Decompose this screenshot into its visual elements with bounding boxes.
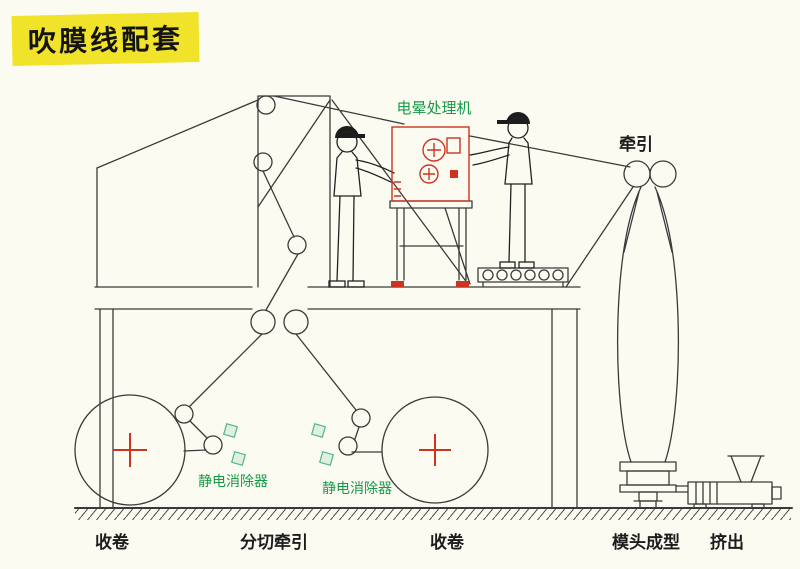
label-extrusion: 挤出: [710, 532, 744, 552]
treater-table-legs: [396, 207, 471, 285]
die-neck: [638, 491, 658, 502]
ground-hatch: [75, 509, 791, 520]
label-static-eliminator-right: 静电消除器: [322, 480, 392, 496]
die-flange-top: [619, 461, 677, 472]
platform-right-support: [551, 308, 578, 509]
die-body: [626, 470, 670, 486]
static-eliminators: [222, 422, 335, 467]
film-web: [96, 95, 634, 453]
worker-foot: [518, 261, 535, 269]
conveyor-feet: [482, 281, 564, 288]
worker-legs: [508, 183, 526, 263]
extruder-ribs: [695, 481, 718, 505]
static-eliminator-block: [230, 450, 247, 467]
label-static-eliminator-left: 静电消除器: [198, 473, 268, 489]
die-flange-bottom: [619, 484, 677, 493]
winder-left-drum: [74, 394, 186, 506]
label-slit-haul: 分切牵引: [240, 532, 308, 552]
treater-housing: [391, 126, 470, 202]
treater-panel: [446, 137, 461, 154]
worker-cap-brim: [356, 134, 365, 138]
worker-foot: [499, 261, 516, 269]
worker-torso: [504, 137, 533, 185]
conveyor-roller: [538, 269, 550, 281]
guide-roller: [287, 235, 307, 255]
label-winder-left: 收卷: [95, 532, 130, 552]
treater-terminals: [394, 181, 401, 197]
nip-roller: [649, 160, 677, 188]
worker-foot: [328, 280, 346, 288]
guide-roller: [174, 404, 194, 424]
corona-treater-machine: [391, 126, 470, 202]
nip-roller: [623, 160, 651, 188]
worker-legs: [336, 195, 355, 282]
winder-right-drum: [381, 396, 489, 504]
guide-roller: [203, 435, 223, 455]
conveyor-roller: [496, 269, 508, 281]
label-die-forming: 模头成型: [612, 532, 680, 552]
corona-treater-red-fills: [391, 170, 469, 287]
guide-roller: [256, 95, 276, 115]
treater-table-top: [389, 200, 473, 209]
label-haul-off: 牵引: [619, 134, 653, 154]
conveyor-roller: [524, 269, 536, 281]
treater-dial-cross: [427, 143, 441, 157]
guide-roller: [338, 436, 358, 456]
worker-head: [507, 117, 529, 139]
worker-foot: [347, 280, 365, 288]
extruder-barrel: [687, 481, 773, 505]
black-labels: 牵引 收卷 分切牵引 收卷 模头成型 挤出: [95, 134, 744, 552]
guide-roller: [351, 408, 371, 428]
treater-foot: [456, 281, 469, 287]
worker-arms: [355, 159, 395, 183]
treater-foot: [391, 281, 404, 287]
worker-torso: [333, 151, 362, 197]
conveyor-roller: [510, 269, 522, 281]
static-eliminator-block: [222, 422, 239, 439]
label-winder-right: 收卷: [430, 532, 465, 552]
line-art: [74, 95, 793, 509]
treater-dial-cross: [423, 168, 435, 180]
treater-dial: [419, 164, 439, 184]
worker-left: [328, 126, 395, 288]
guide-roller: [253, 152, 273, 172]
die-base: [633, 485, 689, 509]
roller-conveyor: [477, 267, 569, 283]
guide-roller: [250, 309, 276, 335]
label-corona-treater: 电晕处理机: [396, 100, 471, 117]
green-labels: 电晕处理机 静电消除器 静电消除器: [198, 100, 472, 496]
worker-arms: [469, 146, 510, 166]
worker-head: [336, 131, 358, 153]
worker-right: [469, 112, 535, 269]
winder-left-cross: [113, 433, 147, 467]
extruder-end: [771, 486, 782, 500]
platform-floor: [94, 286, 581, 310]
static-eliminator-block: [318, 450, 335, 467]
extruder-hopper: [727, 455, 765, 483]
winder-right-cross: [419, 434, 451, 466]
roller-tower: [257, 95, 331, 288]
treater-button: [450, 170, 458, 178]
conveyor-roller: [482, 269, 494, 281]
static-eliminator-block: [310, 422, 327, 439]
conveyor-roller: [552, 269, 564, 281]
winder-crosses: [113, 433, 451, 467]
film-bubble: [616, 186, 680, 463]
platform-left-support: [99, 308, 114, 509]
worker-cap-brim: [497, 120, 507, 124]
treater-dial: [422, 138, 446, 162]
guide-roller: [283, 309, 309, 335]
